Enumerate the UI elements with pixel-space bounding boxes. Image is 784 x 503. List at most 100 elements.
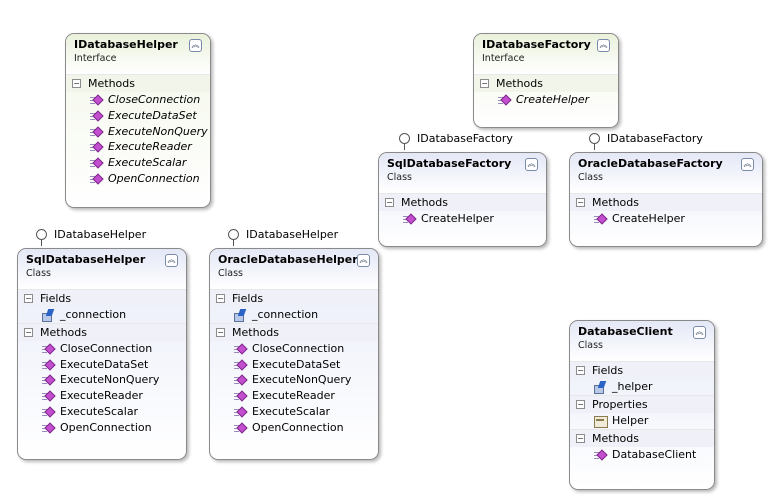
minus-icon[interactable]: − — [24, 294, 33, 303]
sqldatabasehelper-section-fields[interactable]: −Fields — [18, 289, 186, 307]
method-icon — [90, 125, 104, 138]
field-icon — [594, 381, 608, 394]
databaseclient-member-databaseclient[interactable]: DatabaseClient — [570, 447, 714, 463]
method-icon — [90, 157, 104, 169]
sqldatabasehelper-title: SqlDatabaseHelper — [26, 253, 146, 266]
oracledatabasehelper-member-executedataset[interactable]: ExecuteDataSet — [210, 357, 378, 373]
method-icon — [42, 422, 56, 434]
member-label: ExecuteDataSet — [60, 357, 149, 371]
method-icon — [42, 343, 56, 355]
member-label: CreateHelper — [516, 93, 590, 106]
oracledatabasehelper-section-methods[interactable]: −Methods — [210, 322, 378, 341]
sqldatabasehelper-section-methods[interactable]: −Methods — [18, 322, 186, 341]
member-label: CreateHelper — [612, 212, 685, 225]
section-label: Methods — [496, 77, 543, 90]
minus-icon[interactable]: − — [576, 198, 585, 207]
sqldatabasehelper-member-openconnection[interactable]: OpenConnection — [18, 420, 186, 436]
member-label: ExecuteNonQuery — [252, 373, 352, 387]
member-label: OpenConnection — [60, 420, 152, 434]
sqldatabasefactory-member-createhelper[interactable]: CreateHelper — [379, 211, 546, 227]
property-icon — [594, 415, 608, 428]
double-chevron-up-icon[interactable]: ︽ — [597, 39, 610, 52]
member-label: ExecuteDataSet — [108, 108, 197, 122]
member-label: ExecuteNonQuery — [108, 124, 208, 138]
section-label: Methods — [232, 325, 279, 339]
double-chevron-up-icon[interactable]: ︽ — [693, 326, 706, 339]
minus-icon[interactable]: − — [72, 79, 81, 88]
oracledatabasehelper-member-executenonquery[interactable]: ExecuteNonQuery — [210, 372, 378, 388]
double-chevron-up-icon[interactable]: ︽ — [525, 158, 538, 171]
idatabasehelper-member-executereader[interactable]: ExecuteReader — [66, 139, 210, 155]
idatabasehelper-member-openconnection[interactable]: OpenConnection — [66, 171, 210, 187]
field-icon — [234, 309, 248, 322]
idatabasehelper-member-closeconnection[interactable]: CloseConnection — [66, 92, 210, 108]
databaseclient-section-methods[interactable]: −Methods — [570, 428, 714, 447]
sqldatabasehelper-member-executereader[interactable]: ExecuteReader — [18, 388, 186, 404]
oracledatabasehelper-member-closeconnection[interactable]: CloseConnection — [210, 341, 378, 357]
idatabasehelper-member-executedataset[interactable]: ExecuteDataSet — [66, 108, 210, 124]
section-label: Methods — [401, 196, 448, 209]
databaseclient-member-helper[interactable]: Helper — [570, 413, 714, 429]
idatabasehelper-section-methods[interactable]: −Methods — [66, 74, 210, 92]
member-label: OpenConnection — [108, 171, 200, 185]
idatabasehelper-title: IDatabaseHelper — [74, 38, 178, 51]
method-icon — [594, 213, 608, 225]
sqldatabasehelper-member-connection[interactable]: _connection — [18, 307, 186, 323]
lollipop-label: IDatabaseFactory — [417, 132, 513, 145]
oracledatabasefactory-section-methods[interactable]: −Methods — [570, 193, 762, 211]
minus-icon[interactable]: − — [216, 294, 225, 303]
sqlfactory-lolli: IDatabaseFactory — [399, 132, 513, 150]
databaseclient-section-fields[interactable]: −Fields — [570, 361, 714, 379]
sqldatabasehelper-member-executenonquery[interactable]: ExecuteNonQuery — [18, 372, 186, 388]
section-label: Methods — [592, 431, 639, 445]
minus-icon[interactable]: − — [385, 198, 394, 207]
method-icon — [234, 358, 248, 371]
double-chevron-up-icon[interactable]: ︽ — [189, 39, 202, 52]
oracledatabasehelper-member-executescalar[interactable]: ExecuteScalar — [210, 404, 378, 420]
databaseclient-kind: Class — [578, 340, 603, 351]
method-icon — [90, 173, 104, 185]
minus-icon[interactable]: − — [576, 399, 585, 409]
member-label: _connection — [252, 308, 319, 321]
sqldatabasehelper-member-closeconnection[interactable]: CloseConnection — [18, 341, 186, 357]
member-label: ExecuteReader — [108, 140, 192, 154]
idatabasefactory-member-createhelper[interactable]: CreateHelper — [474, 92, 618, 108]
minus-icon[interactable]: − — [576, 366, 585, 375]
double-chevron-up-icon[interactable]: ︽ — [357, 254, 370, 267]
oracledatabasehelper-member-openconnection[interactable]: OpenConnection — [210, 420, 378, 436]
method-icon — [42, 374, 56, 387]
double-chevron-up-icon[interactable]: ︽ — [165, 254, 178, 267]
section-label: Methods — [592, 196, 639, 209]
member-label: ExecuteNonQuery — [60, 373, 160, 387]
minus-icon[interactable]: − — [216, 327, 225, 337]
sqldatabasehelper-member-executedataset[interactable]: ExecuteDataSet — [18, 357, 186, 373]
oracledatabasefactory-member-createhelper[interactable]: CreateHelper — [570, 211, 762, 227]
method-icon — [90, 141, 104, 154]
double-chevron-up-icon[interactable]: ︽ — [741, 158, 754, 171]
minus-icon[interactable]: − — [24, 327, 33, 337]
member-label: _connection — [60, 308, 127, 321]
sqldatabasefactory-section-methods[interactable]: −Methods — [379, 193, 546, 211]
oracledatabasehelper-section-fields[interactable]: −Fields — [210, 289, 378, 307]
member-label: DatabaseClient — [612, 447, 697, 461]
minus-icon[interactable]: − — [576, 433, 585, 443]
idatabasefactory-section-methods[interactable]: −Methods — [474, 74, 618, 92]
oracledatabasehelper-member-connection[interactable]: _connection — [210, 307, 378, 323]
idatabasehelper-member-executescalar[interactable]: ExecuteScalar — [66, 155, 210, 171]
idatabasehelper-member-executenonquery[interactable]: ExecuteNonQuery — [66, 124, 210, 140]
minus-icon[interactable]: − — [480, 79, 489, 88]
idatabasefactory-title: IDatabaseFactory — [482, 38, 591, 51]
sqldatabasehelper-member-executescalar[interactable]: ExecuteScalar — [18, 404, 186, 420]
oracledatabasehelper-member-executereader[interactable]: ExecuteReader — [210, 388, 378, 404]
databaseclient-member-helper[interactable]: _helper — [570, 379, 714, 395]
member-label: CloseConnection — [108, 93, 201, 106]
member-label: ExecuteScalar — [108, 156, 187, 170]
databaseclient-section-properties[interactable]: −Properties — [570, 394, 714, 413]
section-label: Fields — [232, 292, 264, 305]
